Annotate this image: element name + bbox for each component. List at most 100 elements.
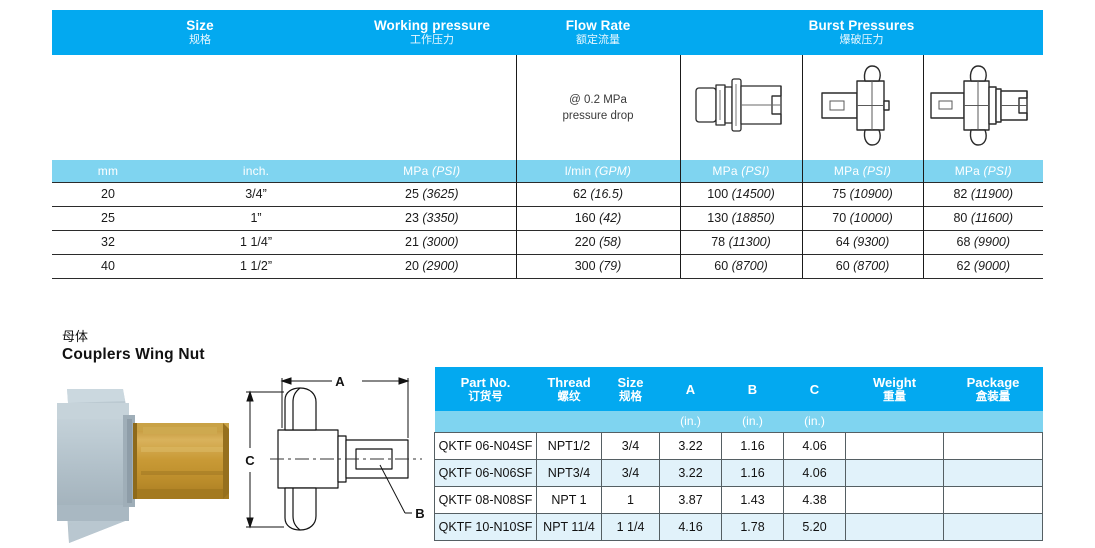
spec-diagram-blank-size [52,55,349,160]
cell-flow: 300 (79) [515,253,681,279]
specification-table: Size 规格 Working pressure 工作压力 Flow Rate … [52,10,1044,279]
cell-weight [845,458,944,487]
part-header-package: Package 盒装量 [943,367,1043,411]
cell-flow: 62 (16.5) [515,181,681,206]
cell-c: 4.38 [783,485,846,514]
cell-burst-3: 82 (11900) [922,181,1044,206]
spec-diagram-row: @ 0.2 MPa pressure drop [52,55,1044,160]
spec-data-row: 20 3/4” 25 (3625) 62 (16.5) 100 (14500) … [52,181,1044,206]
unit-mpa-b1: MPa (PSI) [679,160,803,182]
cell-inch: 1” [164,205,349,230]
cell-a: 3.22 [659,431,722,460]
part-header-row: Part No. 订货号 Thread 螺纹 Size 规格 A B [434,367,1043,411]
part-unit-row: (in.) (in.) (in.) [434,411,1043,432]
cell-b: 1.16 [721,458,784,487]
spec-header-flow-rate: Flow Rate 额定流量 [516,10,681,55]
part-unit-package [943,411,1043,432]
pressure-drop-line1: @ 0.2 MPa [569,93,627,106]
wing-nut-socket-icon [821,64,890,146]
cell-burst-3: 62 (9000) [922,253,1044,279]
cell-mm: 32 [52,229,164,254]
part-unit-c: (in.) [783,411,846,432]
spec-data-row: 25 1” 23 (3350) 160 (42) 130 (18850) 70 … [52,205,1044,230]
unit-mpa-b2: MPa (PSI) [801,160,924,182]
cell-b: 1.43 [721,485,784,514]
cell-b: 1.16 [721,431,784,460]
pressure-drop-line2: pressure drop [562,109,634,122]
unit-mpa-b3: MPa (PSI) [922,160,1044,182]
unit-mpa-wp: MPa (PSI) [348,160,517,182]
wing-nut-socket-cell [801,55,924,160]
cell-c: 4.06 [783,458,846,487]
spec-header-row: Size 规格 Working pressure 工作压力 Flow Rate … [52,10,1044,55]
cell-package [943,485,1043,514]
cell-mm: 25 [52,205,164,230]
cell-inch: 1 1/4” [164,229,349,254]
part-unit-a: (in.) [659,411,722,432]
cell-working-pressure: 25 (3625) [348,181,517,206]
spec-diagram-blank-pressure [348,55,517,160]
part-unit-part-no [434,411,537,432]
spec-unit-row: mm inch. MPa (PSI) l/min (GPM) MPa (PSI)… [52,160,1044,182]
cell-package [943,512,1043,541]
cell-size: 1 1/4 [601,512,660,541]
table-row: QKTF 06-N04SF NPT1/2 3/4 3.22 1.16 4.06 [434,431,1043,460]
cell-burst-1: 60 (8700) [679,253,803,279]
cell-a: 4.16 [659,512,722,541]
cell-flow: 160 (42) [515,205,681,230]
table-row: QKTF 08-N08SF NPT 1 1 3.87 1.43 4.38 [434,485,1043,514]
wing-nut-assembly-icon [930,64,1028,146]
wing-nut-assembly-cell [922,55,1044,160]
spec-data-row: 32 1 1/4” 21 (3000) 220 (58) 78 (11300) … [52,229,1044,254]
part-header-c: C [783,367,846,411]
part-header-size: Size 规格 [601,367,660,411]
cell-working-pressure: 23 (3350) [348,205,517,230]
cell-weight [845,431,944,460]
cell-part-no: QKTF 06-N04SF [434,431,537,460]
cell-size: 1 [601,485,660,514]
cell-burst-1: 130 (18850) [679,205,803,230]
cell-burst-2: 64 (9300) [801,229,924,254]
cell-size: 3/4 [601,431,660,460]
spec-header-size: Size 规格 [52,10,349,55]
cell-mm: 40 [52,253,164,279]
cell-a: 3.87 [659,485,722,514]
spec-data-row: 40 1 1/2” 20 (2900) 300 (79) 60 (8700) 6… [52,253,1044,279]
cell-weight [845,512,944,541]
coupler-wing-nut-photo [55,385,247,548]
table-row: QKTF 10-N10SF NPT 11/4 1 1/4 4.16 1.78 5… [434,512,1043,541]
cell-thread: NPT1/2 [536,431,602,460]
section-title-en: Couplers Wing Nut [62,346,205,363]
section-title: 母体 Couplers Wing Nut [62,328,205,364]
cell-thread: NPT 11/4 [536,512,602,541]
dimension-label-c: C [245,453,255,468]
part-unit-b: (in.) [721,411,784,432]
cell-c: 5.20 [783,512,846,541]
coupler-plug-cell [679,55,803,160]
cell-weight [845,485,944,514]
dimension-label-b: B [415,506,424,521]
spec-header-working-pressure: Working pressure 工作压力 [348,10,517,55]
unit-lmin: l/min (GPM) [515,160,681,182]
part-number-table: Part No. 订货号 Thread 螺纹 Size 规格 A B [434,367,1043,541]
cell-b: 1.78 [721,512,784,541]
cell-mm: 20 [52,181,164,206]
cell-working-pressure: 20 (2900) [348,253,517,279]
cell-thread: NPT3/4 [536,458,602,487]
dimension-label-a: A [335,374,345,389]
coupler-wing-nut-dimension-drawing: A C B [240,370,435,548]
cell-flow: 220 (58) [515,229,681,254]
part-unit-weight [845,411,944,432]
cell-inch: 3/4” [164,181,349,206]
cell-part-no: QKTF 08-N08SF [434,485,537,514]
cell-package [943,458,1043,487]
part-header-weight: Weight 重量 [845,367,944,411]
part-header-b: B [721,367,784,411]
cell-burst-1: 78 (11300) [679,229,803,254]
spec-header-burst-pressures: Burst Pressures 爆破压力 [680,10,1044,55]
coupler-plug-icon [695,78,782,132]
cell-burst-2: 70 (10000) [801,205,924,230]
part-header-a: A [659,367,722,411]
cell-working-pressure: 21 (3000) [348,229,517,254]
